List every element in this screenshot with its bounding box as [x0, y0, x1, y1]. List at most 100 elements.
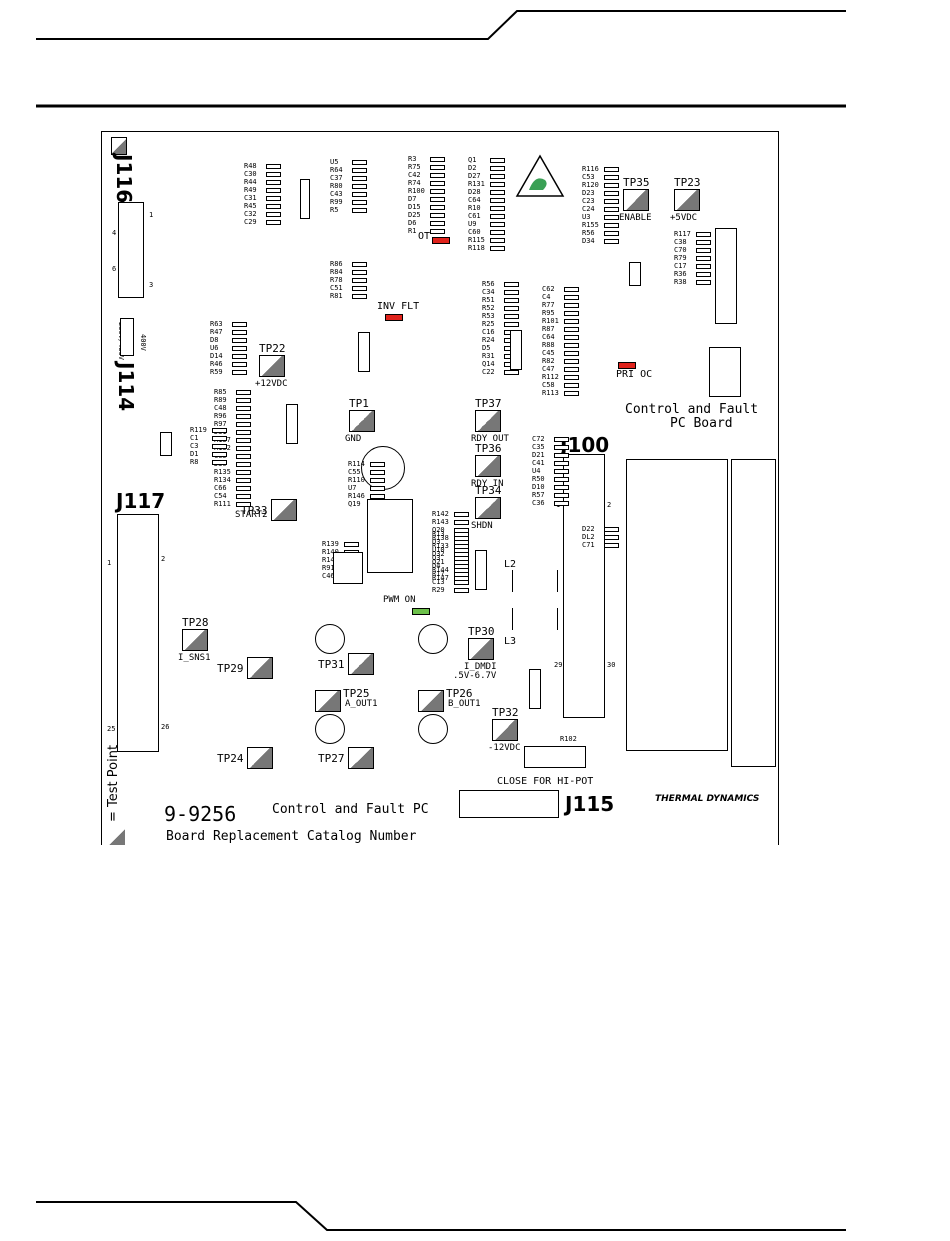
component-label: R75	[408, 163, 421, 171]
component-label: R36	[674, 270, 687, 278]
test-point-sub-tp32: -12VDC	[488, 743, 521, 753]
component-pad	[554, 477, 569, 482]
footer-rule	[36, 1201, 846, 1231]
component-pad	[696, 256, 711, 261]
component-label: R1	[408, 227, 417, 235]
component-label: C46	[322, 572, 335, 580]
component-label: C58	[542, 381, 555, 389]
inv-flt-label: INV FLT	[377, 301, 420, 312]
component-label: Q20	[432, 526, 445, 534]
j117-pin26: 26	[161, 723, 170, 731]
pwm-on-led	[412, 608, 430, 615]
component-label: R86	[330, 260, 343, 268]
ot-label: OT	[418, 231, 431, 242]
component-pad	[454, 532, 469, 537]
component-label: C23	[582, 197, 595, 205]
component-pad	[430, 229, 445, 234]
component-pad	[352, 278, 367, 283]
component-pad	[604, 191, 619, 196]
component-pad	[352, 168, 367, 173]
component-pad	[564, 375, 579, 380]
heatsink-block-right	[731, 459, 776, 767]
component-label: C16	[482, 328, 495, 336]
component-pad	[266, 188, 281, 193]
component-label: R88	[542, 341, 555, 349]
component-label: R110	[348, 476, 365, 484]
component-pad	[266, 180, 281, 185]
component-label: U6	[210, 344, 219, 352]
component-label: Q3	[432, 554, 441, 562]
component-pad	[454, 564, 469, 569]
test-point-legend: = Test Point	[106, 744, 121, 822]
j115-label: J115	[565, 792, 615, 816]
component-pad	[554, 453, 569, 458]
component-label: R87	[542, 325, 555, 333]
component-label: R99	[330, 198, 343, 206]
c49-capacitor	[418, 624, 448, 654]
tp30-range-label: .5V-6.7V	[453, 671, 497, 681]
component-label: R133	[432, 542, 449, 550]
test-point-sub-tp22: +12VDC	[255, 379, 288, 389]
component-pad	[236, 390, 251, 395]
component-label: C55	[348, 468, 361, 476]
test-point-label-tp33: TP33	[241, 504, 268, 517]
component-pad	[212, 460, 227, 465]
component-label: C31	[244, 194, 257, 202]
component-label: R142	[432, 510, 449, 518]
component-label: C64	[468, 196, 481, 204]
test-point-tp35	[623, 189, 649, 211]
component-label: R81	[330, 292, 343, 300]
component-pad	[604, 183, 619, 188]
component-pad	[454, 572, 469, 577]
component-label: R140	[322, 548, 339, 556]
component-label: R147	[432, 574, 449, 582]
test-point-tp31	[348, 653, 374, 675]
ot-led	[432, 237, 450, 244]
component-pad	[554, 445, 569, 450]
component-pad	[352, 200, 367, 205]
test-point-label-tp31: TP31	[318, 658, 345, 671]
hipot-label: CLOSE FOR HI-POT	[497, 776, 594, 787]
component-pad	[554, 461, 569, 466]
j116-pin6: 6	[112, 265, 117, 273]
component-label: D23	[582, 189, 595, 197]
component-label: R101	[542, 317, 559, 325]
component-pad	[212, 452, 227, 457]
u1-chip	[367, 499, 413, 573]
component-pad	[564, 383, 579, 388]
component-pad	[352, 286, 367, 291]
u11-chip	[475, 550, 487, 590]
test-point-tp33	[271, 499, 297, 521]
component-label: C60	[468, 228, 481, 236]
component-pad	[236, 470, 251, 475]
component-label: R77	[542, 301, 555, 309]
component-pad	[352, 294, 367, 299]
component-pad	[564, 367, 579, 372]
component-pad	[490, 246, 505, 251]
catalog-number: 9-9256	[164, 802, 237, 826]
component-pad	[266, 204, 281, 209]
component-pad	[604, 199, 619, 204]
l2-inductor	[512, 570, 558, 592]
test-point-sub-tp33: START2	[235, 510, 268, 520]
board-title-line1: Control and Fault	[625, 402, 759, 417]
component-pad	[696, 248, 711, 253]
component-pad	[236, 462, 251, 467]
component-pad	[454, 520, 469, 525]
component-pad	[232, 322, 247, 327]
component-label: C34	[482, 288, 495, 296]
component-pad	[430, 181, 445, 186]
component-pad	[352, 208, 367, 213]
pwm-on-label: PWM ON	[383, 595, 416, 605]
component-pad	[564, 351, 579, 356]
component-label: C22	[482, 368, 495, 376]
component-label: R17	[432, 570, 445, 578]
component-label: C41	[532, 459, 545, 467]
u9-chip	[715, 228, 737, 324]
component-label: U10	[432, 546, 445, 554]
component-pad	[236, 446, 251, 451]
test-point-label-tp34: TP34	[475, 484, 502, 497]
pc-board-diagram: J116 4 6 3 1 J114 400V 230V/480V J117 1 …	[101, 131, 779, 845]
test-point-tp1	[349, 410, 375, 432]
component-pad	[236, 494, 251, 499]
